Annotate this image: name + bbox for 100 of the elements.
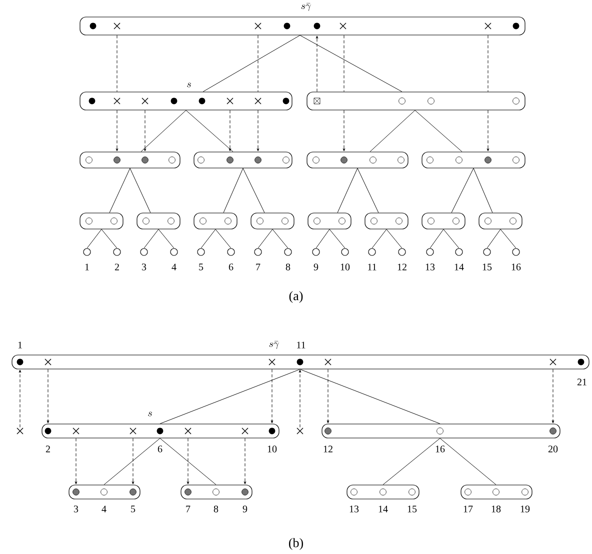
marker-box	[478, 212, 522, 230]
tree-line	[443, 229, 460, 248]
tree-line	[451, 168, 474, 213]
index-number: 17	[464, 506, 473, 512]
tree-line	[223, 168, 244, 213]
dashed-arrow	[244, 438, 246, 484]
tree-line	[215, 229, 232, 248]
tree-line	[382, 438, 440, 485]
dashed-arrow	[342, 110, 346, 152]
marker-box	[194, 212, 238, 230]
index-number: 14	[454, 264, 464, 270]
marker-box	[364, 212, 408, 230]
index-number: 11	[297, 342, 306, 348]
index-number: 21	[577, 378, 586, 386]
dashed-arrow	[256, 110, 260, 152]
tree-line	[104, 438, 160, 485]
tree-line	[158, 229, 174, 248]
index-number: 3	[142, 264, 146, 270]
dashed-arrow	[298, 370, 302, 428]
dashed-arrow	[144, 110, 146, 152]
index-number: 13	[426, 264, 435, 270]
cross-mark	[16, 428, 24, 434]
index-number: 18	[492, 506, 501, 512]
tree-line	[500, 229, 516, 248]
dashed-arrow	[132, 438, 134, 484]
tree-line	[101, 229, 118, 248]
tree-line	[386, 229, 402, 248]
panel-caption: (b)	[289, 538, 304, 550]
dashed-arrow	[270, 369, 274, 424]
tree-line	[300, 35, 402, 92]
tree-line	[86, 229, 102, 248]
index-number: 4	[172, 264, 176, 270]
tree-line	[300, 369, 440, 424]
index-number: 4	[102, 506, 106, 512]
box-label: $s\bar{\gamma}$	[301, 2, 311, 12]
dashed-arrow	[228, 110, 232, 152]
cross-mark	[296, 428, 304, 434]
marker-box	[306, 152, 408, 168]
tree-line	[272, 229, 288, 248]
index-number: 6	[158, 446, 162, 452]
tree-line	[473, 168, 493, 213]
index-number: 10	[268, 446, 277, 452]
marker-box	[136, 212, 180, 230]
index-number: 5	[199, 264, 204, 270]
index-number: 15	[482, 264, 492, 270]
tree-line	[316, 229, 330, 248]
marker-box	[194, 152, 292, 168]
marker-box	[80, 152, 180, 168]
index-number: 16	[436, 446, 445, 452]
tree-line	[414, 110, 462, 152]
marker-box	[422, 212, 466, 230]
index-number: 9	[242, 506, 248, 512]
dashed-arrow	[316, 36, 318, 92]
tree-line	[258, 229, 273, 248]
index-number: 3	[74, 506, 78, 512]
index-number: 7	[256, 264, 260, 270]
index-number: 20	[548, 446, 558, 452]
tree-line	[357, 168, 379, 213]
tree-line	[440, 438, 496, 485]
box-label: $s$	[187, 82, 191, 88]
tree-line	[337, 168, 358, 213]
index-number: 13	[350, 506, 359, 512]
tree-line	[242, 168, 265, 213]
dashed-arrow	[326, 369, 330, 424]
marker-box	[250, 212, 294, 230]
tree-line	[202, 35, 300, 92]
index-number: 1	[18, 342, 22, 348]
marker-box	[306, 92, 526, 110]
index-number: 19	[520, 506, 530, 512]
tree-line	[486, 229, 501, 248]
index-number: 12	[398, 264, 406, 270]
tree-line	[144, 229, 159, 248]
index-number: 14	[378, 506, 388, 512]
dashed-arrow	[486, 110, 490, 152]
index-number: 11	[368, 264, 376, 270]
tree-line	[430, 229, 444, 248]
index-number: 8	[214, 506, 218, 512]
index-number: 1	[85, 264, 89, 270]
tree-line	[186, 110, 234, 152]
tree-line	[130, 168, 151, 213]
index-number: 6	[228, 264, 234, 270]
tree-line	[160, 438, 216, 485]
marker-box	[308, 212, 352, 230]
dashed-arrow	[46, 369, 50, 424]
index-number: 7	[186, 506, 190, 512]
index-number: 5	[131, 506, 136, 512]
marker-box	[422, 152, 526, 168]
tree-line	[329, 229, 346, 248]
index-number: 2	[114, 264, 119, 270]
index-number: 10	[340, 264, 350, 270]
marker-box	[80, 212, 124, 230]
dashed-arrow	[74, 438, 78, 484]
dashed-arrow	[116, 110, 118, 152]
index-number: 12	[324, 446, 332, 452]
panel-caption: (a)	[289, 291, 303, 303]
index-number: 2	[46, 446, 50, 452]
tree-line	[200, 229, 216, 248]
index-number: 15	[408, 506, 417, 512]
dashed-arrow	[186, 438, 190, 484]
dashed-arrow	[18, 370, 22, 428]
